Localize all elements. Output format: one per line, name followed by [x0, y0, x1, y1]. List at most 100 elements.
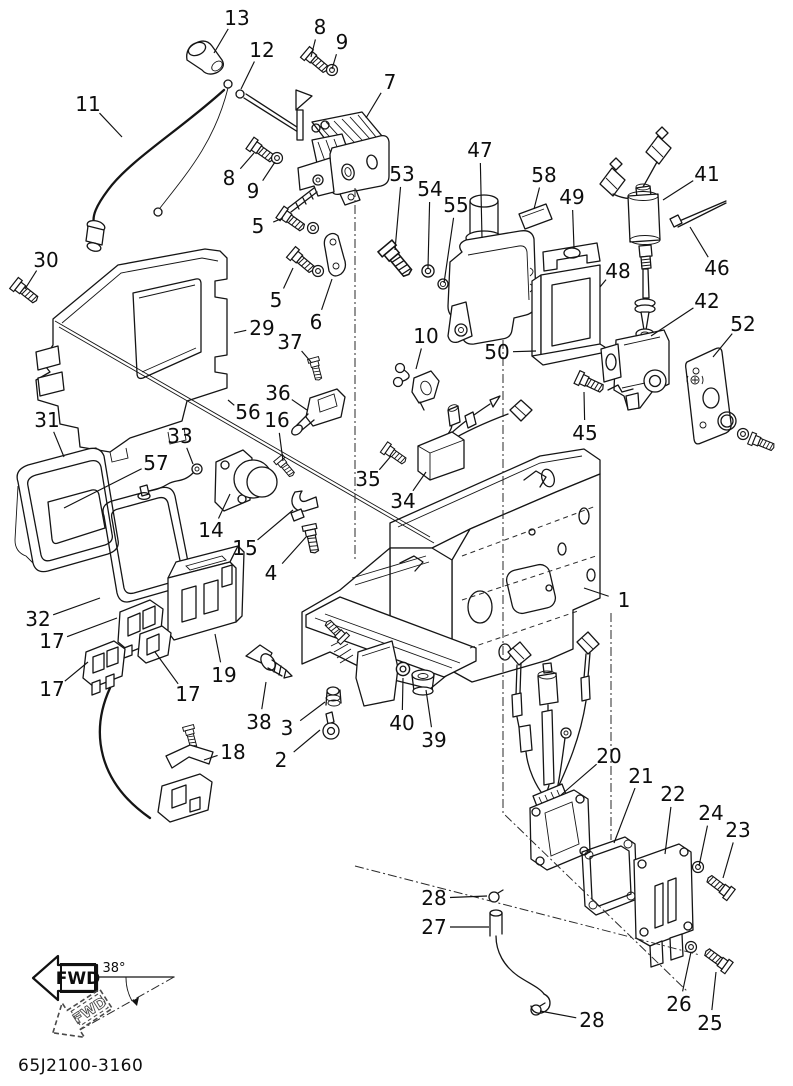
battery-cable-11: [85, 88, 226, 252]
lead-wire-33: [137, 463, 203, 501]
cover-plate-22: [633, 843, 694, 968]
callout-40: 40: [389, 711, 414, 735]
leader-line-29: [233, 329, 247, 334]
o-ring-43: [717, 411, 737, 431]
leader-line-22: [664, 806, 672, 855]
leader-line-28: [449, 895, 488, 899]
callout-35: 35: [355, 467, 380, 491]
leader-line-7: [365, 92, 382, 119]
washer-rings-12: [153, 79, 301, 217]
callout-16: 16: [264, 408, 289, 432]
leader-line-13: [213, 28, 229, 54]
washer-26: [684, 940, 698, 954]
callout-11: 11: [75, 92, 100, 116]
callout-46: 46: [704, 256, 729, 280]
leader-line-17: [154, 651, 179, 685]
leader-line-57: [63, 468, 142, 509]
hose-clip-28a: [488, 889, 504, 903]
connector-holder-17c: [137, 625, 172, 664]
joint-link-6: [323, 232, 347, 277]
leader-line-5: [273, 217, 284, 223]
leader-line-42: [650, 307, 694, 337]
ring-55: [437, 278, 449, 290]
leader-line-17: [64, 661, 89, 682]
callout-53: 53: [389, 162, 414, 186]
callout-36: 36: [265, 381, 290, 405]
callout-20: 20: [596, 744, 621, 768]
leader-line-35: [378, 455, 392, 471]
callout-6: 6: [310, 310, 323, 334]
starter-relay-14: [214, 449, 278, 512]
leader-line-36: [291, 399, 308, 411]
callout-30: 30: [33, 248, 58, 272]
leader-line-55: [443, 217, 455, 284]
leader-line-32: [52, 597, 101, 616]
rectifier-regulator-7: [287, 89, 390, 213]
callout-9: 9: [336, 30, 349, 54]
angle-annotation: 38°: [79, 961, 175, 1031]
callout-2: 2: [275, 748, 288, 772]
sensor-36: [291, 388, 346, 436]
callout-33: 33: [167, 424, 192, 448]
callout-58: 58: [531, 163, 556, 187]
cover-31: [14, 447, 119, 573]
frame-bracket-48-50: [531, 264, 612, 366]
callout-12: 12: [249, 38, 274, 62]
callout-4: 4: [265, 561, 278, 585]
electrical-box-20: [529, 783, 591, 871]
callout-22: 22: [660, 782, 685, 806]
washer-9-left: [270, 151, 284, 165]
washer-44: [736, 427, 750, 441]
leader-line-5: [282, 267, 294, 289]
leader-line-46: [689, 226, 709, 258]
washer-24: [691, 860, 705, 874]
leader-line-28: [539, 1010, 577, 1019]
leader-line-52: [712, 333, 733, 358]
leader-line-3: [299, 701, 326, 722]
leader-line-48: [599, 279, 607, 288]
leader-line-56: [227, 399, 235, 406]
electrical-bracket-cover-29: [35, 248, 228, 463]
leader-line-23: [722, 842, 734, 879]
callout-9: 9: [247, 179, 260, 203]
callout-15: 15: [232, 536, 257, 560]
leader-line-6: [321, 278, 333, 311]
leader-line-24: [698, 825, 709, 867]
callout-48: 48: [605, 259, 630, 283]
leader-line-49: [572, 209, 575, 249]
wire-leads-group: [507, 631, 600, 798]
callout-49: 49: [559, 185, 584, 209]
callout-57: 57: [143, 451, 168, 475]
grommet-3: [325, 686, 342, 707]
bracket-18: [157, 724, 214, 823]
bolt-30: [9, 276, 42, 307]
callout-47: 47: [467, 138, 492, 162]
callout-24: 24: [698, 801, 723, 825]
leader-line-8: [239, 152, 255, 170]
pin-46: [669, 200, 727, 228]
callout-34: 34: [390, 489, 415, 513]
callout-17: 17: [39, 629, 64, 653]
harness-wire: [98, 686, 152, 820]
reservoir-tank-47: [447, 194, 537, 345]
leader-line-10: [415, 348, 422, 370]
gasket-plate-52: [685, 347, 732, 445]
callout-25: 25: [697, 1011, 722, 1035]
leader-line-30: [24, 270, 38, 290]
label-plate-58: [518, 203, 553, 230]
fwd-label: FWD: [56, 969, 100, 989]
leader-line-33: [186, 447, 194, 465]
washer-5-lower: [311, 264, 325, 278]
breather-hose-27: [489, 909, 551, 1014]
callout-7: 7: [384, 70, 397, 94]
callout-28: 28: [579, 1008, 604, 1032]
connector-holder-17b: [82, 640, 126, 696]
callout-42: 42: [694, 289, 719, 313]
angle-label: 38°: [102, 961, 125, 976]
washer-5-upper: [306, 221, 320, 235]
callout-5: 5: [252, 214, 265, 238]
callout-8: 8: [223, 166, 236, 190]
leader-line-12: [240, 61, 255, 90]
bolt-53: [377, 239, 417, 282]
gasket-21: [581, 836, 638, 916]
